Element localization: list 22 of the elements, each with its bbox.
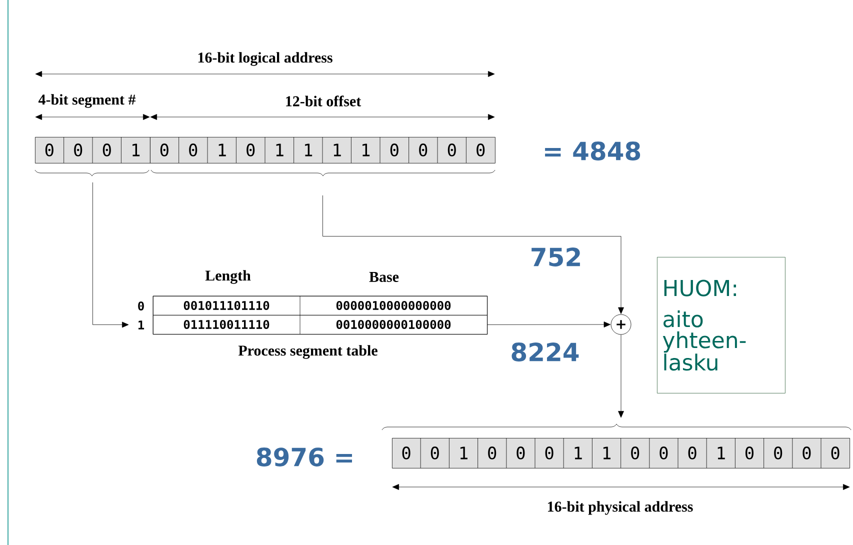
bit-register: 0 0 1 0 0 0 1 1 0 0 0 1 0 0 0 0 xyxy=(392,438,850,468)
bit-register: 0 0 0 1 xyxy=(35,136,150,164)
row-index: 0 xyxy=(138,301,144,311)
decimal-value: 8976 = xyxy=(256,448,352,466)
node-label: Length xyxy=(205,270,251,284)
edge-label: 752 xyxy=(528,246,584,268)
row-index: 1 xyxy=(138,320,144,330)
arrow xyxy=(618,334,624,418)
note-box: HUOM: aito yhteen-lasku xyxy=(657,257,786,394)
table-row: 011110011110 0010000000100000 xyxy=(153,314,488,334)
edge-label: 8224 xyxy=(509,342,581,362)
node-label: Base xyxy=(369,272,399,282)
table-row: 001011101110 0000010000000000 xyxy=(153,296,488,316)
arrow xyxy=(487,322,610,328)
decimal-value: = 4848 xyxy=(545,142,640,160)
dimension-label: 16-bit logical address xyxy=(198,52,332,66)
table-caption: Process segment table xyxy=(238,345,378,359)
dimension-label: 4-bit segment # xyxy=(38,94,136,108)
dimension-label: 16-bit physical address xyxy=(548,501,693,515)
arrow xyxy=(322,195,624,314)
arrow xyxy=(92,182,129,328)
dimension-label: 12-bit offset xyxy=(286,96,362,106)
